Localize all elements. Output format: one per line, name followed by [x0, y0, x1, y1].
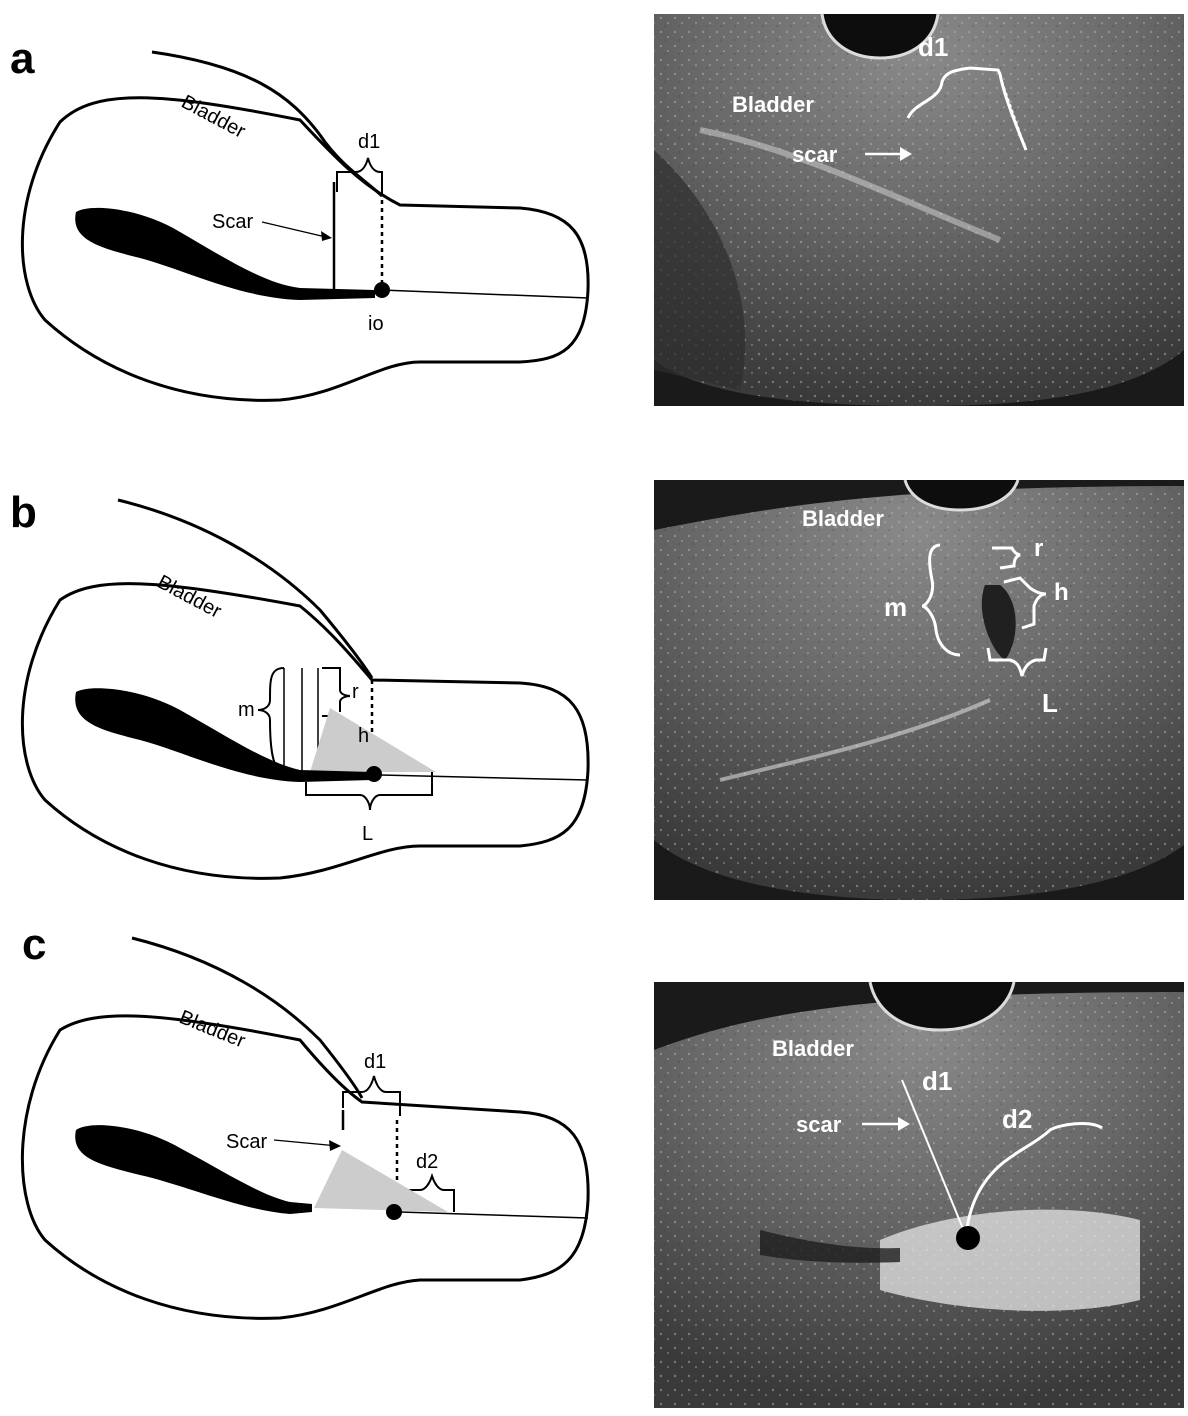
- panel-b-ultrasound: [654, 480, 1184, 900]
- us-a-scar-label: scar: [792, 142, 838, 167]
- r-bracket: [322, 668, 350, 712]
- us-b-h-label: h: [1054, 579, 1069, 606]
- ultrasound-speckle: [654, 486, 1184, 900]
- scar-arrow-head: [329, 1140, 341, 1151]
- internal-os-dot: [366, 766, 382, 782]
- cervical-canal-line: [380, 290, 588, 298]
- us-c-d1-label: d1: [922, 1066, 952, 1096]
- sketch-a-bladder-label: Bladder: [178, 91, 249, 143]
- us-c-d2-label: d2: [1002, 1104, 1032, 1134]
- sketch-c-bladder-label: Bladder: [176, 1006, 248, 1052]
- sketch-b-r-label: r: [352, 681, 359, 703]
- sketch-b-h-label: h: [358, 725, 369, 747]
- us-a-d1-label: d1: [918, 32, 948, 62]
- uterus-outline: [22, 98, 588, 401]
- cervical-canal-line: [400, 1212, 588, 1218]
- sketch-a-io-label: io: [368, 313, 384, 335]
- internal-os-dot: [386, 1204, 402, 1220]
- us-c-bladder-label: Bladder: [772, 1036, 854, 1061]
- scar-arrow-head: [321, 231, 332, 241]
- uterus-outline: [22, 1016, 588, 1318]
- us-b-bladder-label: Bladder: [802, 506, 884, 531]
- us-b-r-label: r: [1034, 535, 1043, 562]
- sketch-b-bladder-label: Bladder: [154, 571, 225, 623]
- scar-arrow: [262, 222, 330, 238]
- scar-arrow: [274, 1140, 338, 1146]
- sketch-b-m-label: m: [238, 699, 255, 721]
- cervical-canal-line: [380, 775, 588, 780]
- us-c-scar-label: scar: [796, 1112, 842, 1137]
- bladder-outline: [152, 52, 382, 196]
- niche-triangle: [310, 708, 436, 772]
- sketch-c-scar-label: Scar: [226, 1131, 267, 1153]
- uterus-outline: [22, 584, 588, 879]
- sketch-a-d1-label: d1: [358, 131, 380, 153]
- sketch-c-d2-label: d2: [416, 1151, 438, 1173]
- us-b-L-label: L: [1042, 688, 1058, 718]
- us-b-m-label: m: [884, 592, 907, 622]
- endometrium-fill: [75, 1125, 312, 1214]
- panel-a-ultrasound: [654, 14, 1184, 406]
- sketch-c-d1-label: d1: [364, 1051, 386, 1073]
- us-a-bladder-label: Bladder: [732, 92, 814, 117]
- sketch-a-scar-label: Scar: [212, 211, 253, 233]
- sketch-b-L-label: L: [362, 823, 373, 845]
- internal-os-dot-white-panel: [956, 1226, 980, 1250]
- panel-c-ultrasound: [654, 982, 1184, 1408]
- ultrasound-speckle: [654, 992, 1184, 1408]
- internal-os-dot: [374, 282, 390, 298]
